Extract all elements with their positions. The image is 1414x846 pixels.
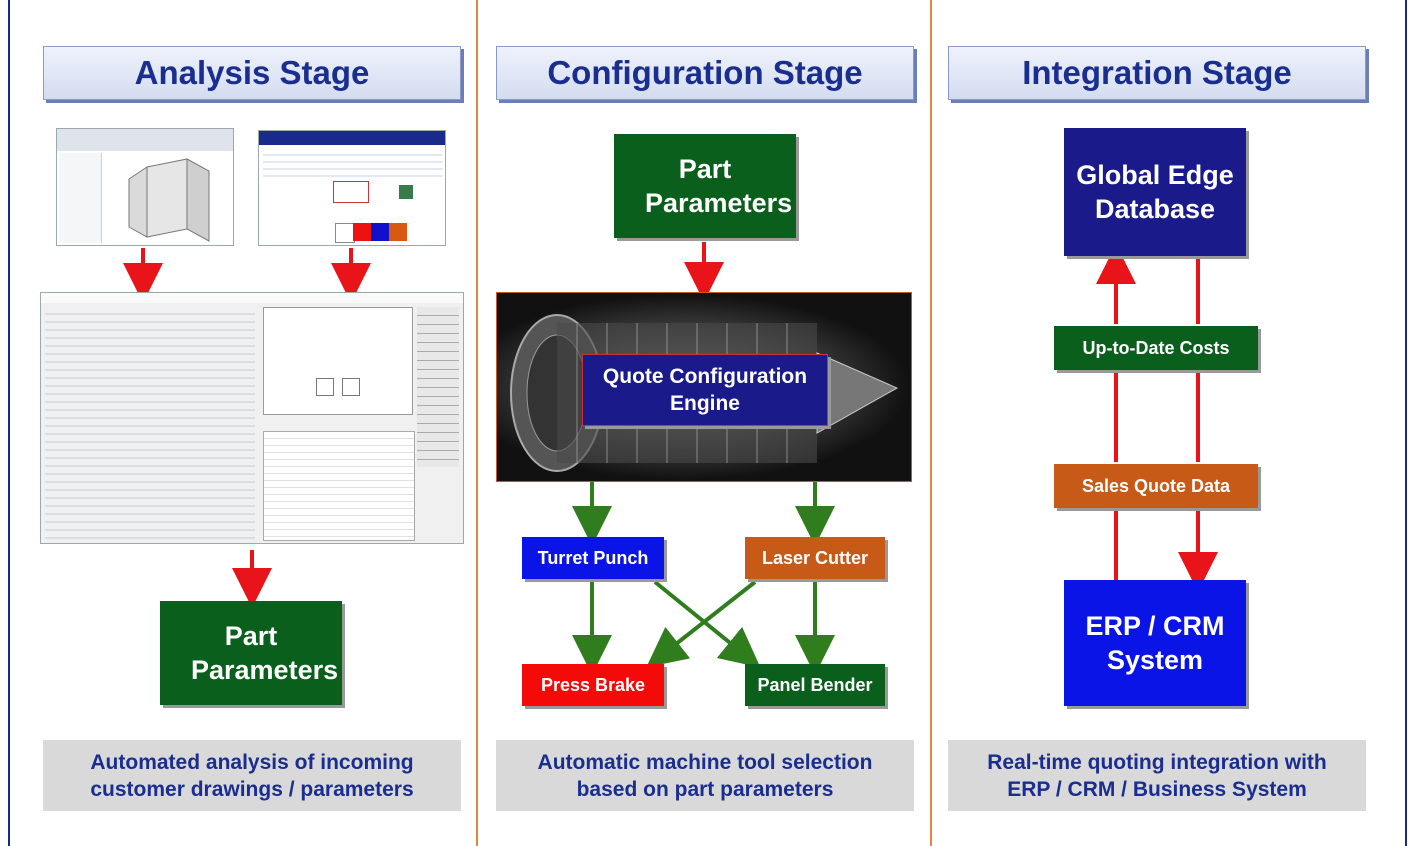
cad-model	[128, 158, 210, 242]
quote-configuration-engine: Quote Configuration Engine	[582, 354, 828, 426]
press-brake-box: Press Brake	[522, 664, 664, 706]
sales-quote-data-label: Sales Quote Data	[1081, 475, 1231, 496]
analysis-caption: Automated analysis of incoming customer …	[43, 740, 461, 811]
configuration-caption: Automatic machine tool selection based o…	[496, 740, 914, 811]
turret-punch-label: Turret Punch	[537, 547, 649, 568]
database-label-line2: Database	[1094, 194, 1216, 224]
dxf-import-dialog-screenshot	[40, 292, 464, 544]
parameter-table-screenshot	[258, 130, 446, 246]
sales-quote-data-box: Sales Quote Data	[1054, 464, 1258, 508]
part-parameters-label: Part Parameters	[191, 621, 339, 685]
press-brake-label: Press Brake	[540, 674, 646, 695]
part-parameters-input: Part Parameters	[614, 134, 796, 238]
part-parameters-output: Part Parameters	[160, 601, 342, 705]
up-to-date-costs-box: Up-to-Date Costs	[1054, 326, 1258, 370]
configuration-caption-line2: based on part parameters	[576, 777, 834, 801]
global-edge-database-box: Global Edge Database	[1064, 128, 1246, 256]
engine-label-line2: Engine	[669, 392, 740, 415]
engine-label-line1: Quote Configuration	[602, 365, 808, 388]
database-label-line1: Global Edge	[1076, 160, 1234, 190]
integration-caption-line2: ERP / CRM / Business System	[1007, 777, 1307, 801]
arrow	[646, 580, 757, 668]
column-divider	[930, 0, 932, 846]
integration-stage-title: Integration Stage	[948, 46, 1366, 100]
configuration-stage-title: Configuration Stage	[496, 46, 914, 100]
part-parameters-label: Part Parameters	[645, 154, 793, 218]
column-divider	[476, 0, 478, 846]
turret-punch-box: Turret Punch	[522, 537, 664, 579]
cad-screenshot	[56, 128, 234, 246]
panel-bender-box: Panel Bender	[745, 664, 885, 706]
analysis-caption-line1: Automated analysis of incoming	[90, 750, 414, 774]
integration-caption: Real-time quoting integration with ERP /…	[948, 740, 1366, 811]
arrow	[653, 580, 761, 668]
up-to-date-costs-label: Up-to-Date Costs	[1082, 337, 1230, 358]
integration-caption-line1: Real-time quoting integration with	[987, 750, 1327, 774]
laser-cutter-box: Laser Cutter	[745, 537, 885, 579]
page-frame	[8, 0, 1407, 846]
erp-crm-system-box: ERP / CRM System	[1064, 580, 1246, 706]
erp-label-line2: System	[1106, 645, 1204, 675]
erp-label-line1: ERP / CRM	[1085, 611, 1225, 641]
laser-cutter-label: Laser Cutter	[761, 547, 869, 568]
analysis-stage-title: Analysis Stage	[43, 46, 461, 100]
configuration-caption-line1: Automatic machine tool selection	[537, 750, 873, 774]
panel-bender-label: Panel Bender	[757, 674, 873, 695]
analysis-caption-line2: customer drawings / parameters	[90, 777, 414, 801]
